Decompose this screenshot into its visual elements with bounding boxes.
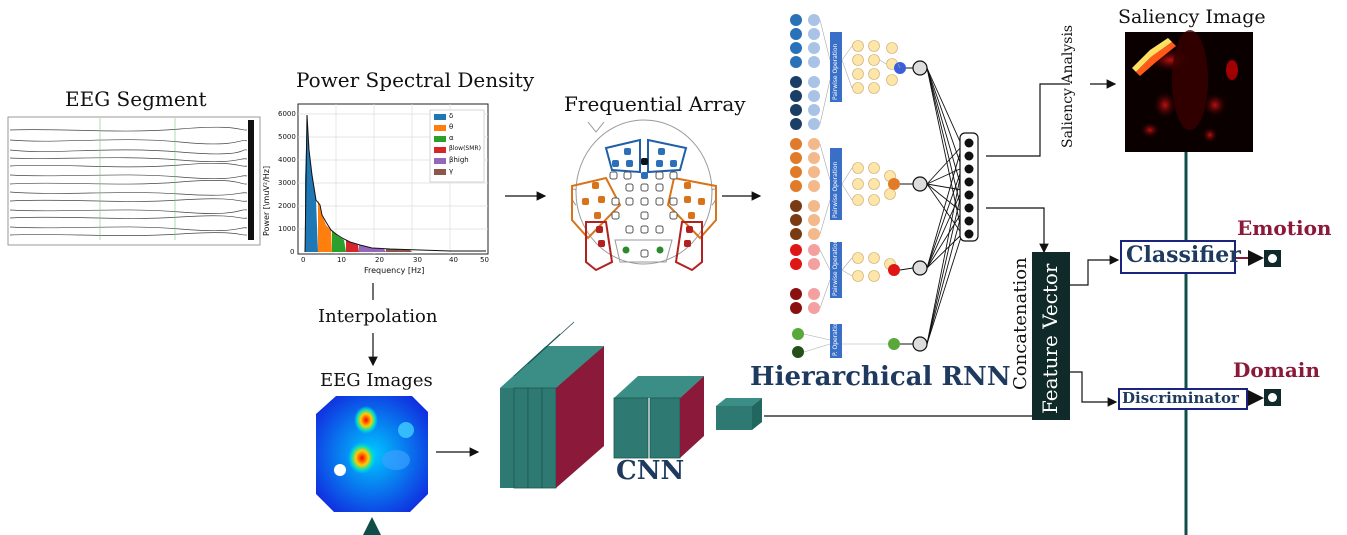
psd-xtick: 30 (413, 256, 422, 264)
psd-label: Power Spectral Density (296, 68, 535, 92)
feature-vector-box (1032, 252, 1070, 420)
domain-label: Domain (1233, 358, 1320, 382)
domain-output-node (1264, 389, 1281, 406)
psd-ytick: 6000 (278, 110, 296, 118)
psd-ylabel: Power [\muV²/Hz] (262, 165, 271, 236)
saliency-image-label: Saliency Image (1118, 6, 1266, 28)
saliency-image (1125, 30, 1253, 152)
interpolation-label: Interpolation (318, 306, 438, 327)
emotion-output-node (1264, 250, 1281, 267)
legend-gamma: γ (449, 167, 454, 175)
psd-xtick: 50 (480, 256, 489, 264)
psd-ytick: 1000 (278, 225, 296, 233)
psd-xtick: 40 (449, 256, 458, 264)
discriminator-box (1118, 388, 1248, 410)
hierarchical-rnn-label: Hierarchical RNN (750, 362, 1011, 392)
saliency-analysis-label: Saliency Analysis (1060, 24, 1076, 148)
pairwise-operation-label: Pairwise Operation (832, 239, 839, 296)
psd-xtick: 20 (375, 256, 384, 264)
cnn-label: CNN (616, 456, 685, 486)
legend-beta-high: βhigh (449, 156, 469, 164)
cnn-blocks (500, 321, 762, 489)
eeg-segment-plot (7, 116, 261, 246)
legend-delta: δ (449, 112, 454, 120)
legend-alpha: α (449, 134, 454, 142)
p-operation-label: P. Operation (832, 319, 839, 356)
frequential-array-label: Frequential Array (564, 92, 746, 116)
discriminator-label: Discriminator (1122, 389, 1239, 407)
emotion-label: Emotion (1237, 216, 1332, 240)
psd-xtick: 10 (337, 256, 346, 264)
psd-chart (297, 103, 489, 255)
legend-beta-low: βlow(SMR) (449, 145, 481, 152)
hierarchical-rnn-graph (790, 14, 979, 358)
concatenation-label: Concatenation (1010, 257, 1031, 390)
psd-ytick: 2000 (278, 202, 296, 210)
psd-xlabel: Frequency [Hz] (364, 266, 425, 275)
psd-ytick: 5000 (278, 133, 296, 141)
feature-vector-label: Feature Vector (1038, 263, 1062, 415)
legend-theta: θ (449, 123, 454, 131)
pairwise-operation-label: Pairwise Operation (832, 43, 839, 100)
classifier-label: Classifier (1126, 242, 1241, 268)
frequential-array-head (571, 119, 717, 272)
psd-ytick: 3000 (278, 179, 296, 187)
psd-xtick: 0 (301, 256, 306, 264)
psd-ytick: 0 (290, 248, 295, 256)
psd-ytick: 4000 (278, 156, 296, 164)
eeg-segment-label: EEG Segment (65, 87, 207, 111)
classifier-box (1120, 240, 1236, 274)
eeg-image-map (316, 394, 430, 512)
pairwise-operation-label: Pairwise Operation (832, 161, 839, 218)
eeg-images-label: EEG Images (320, 370, 433, 391)
